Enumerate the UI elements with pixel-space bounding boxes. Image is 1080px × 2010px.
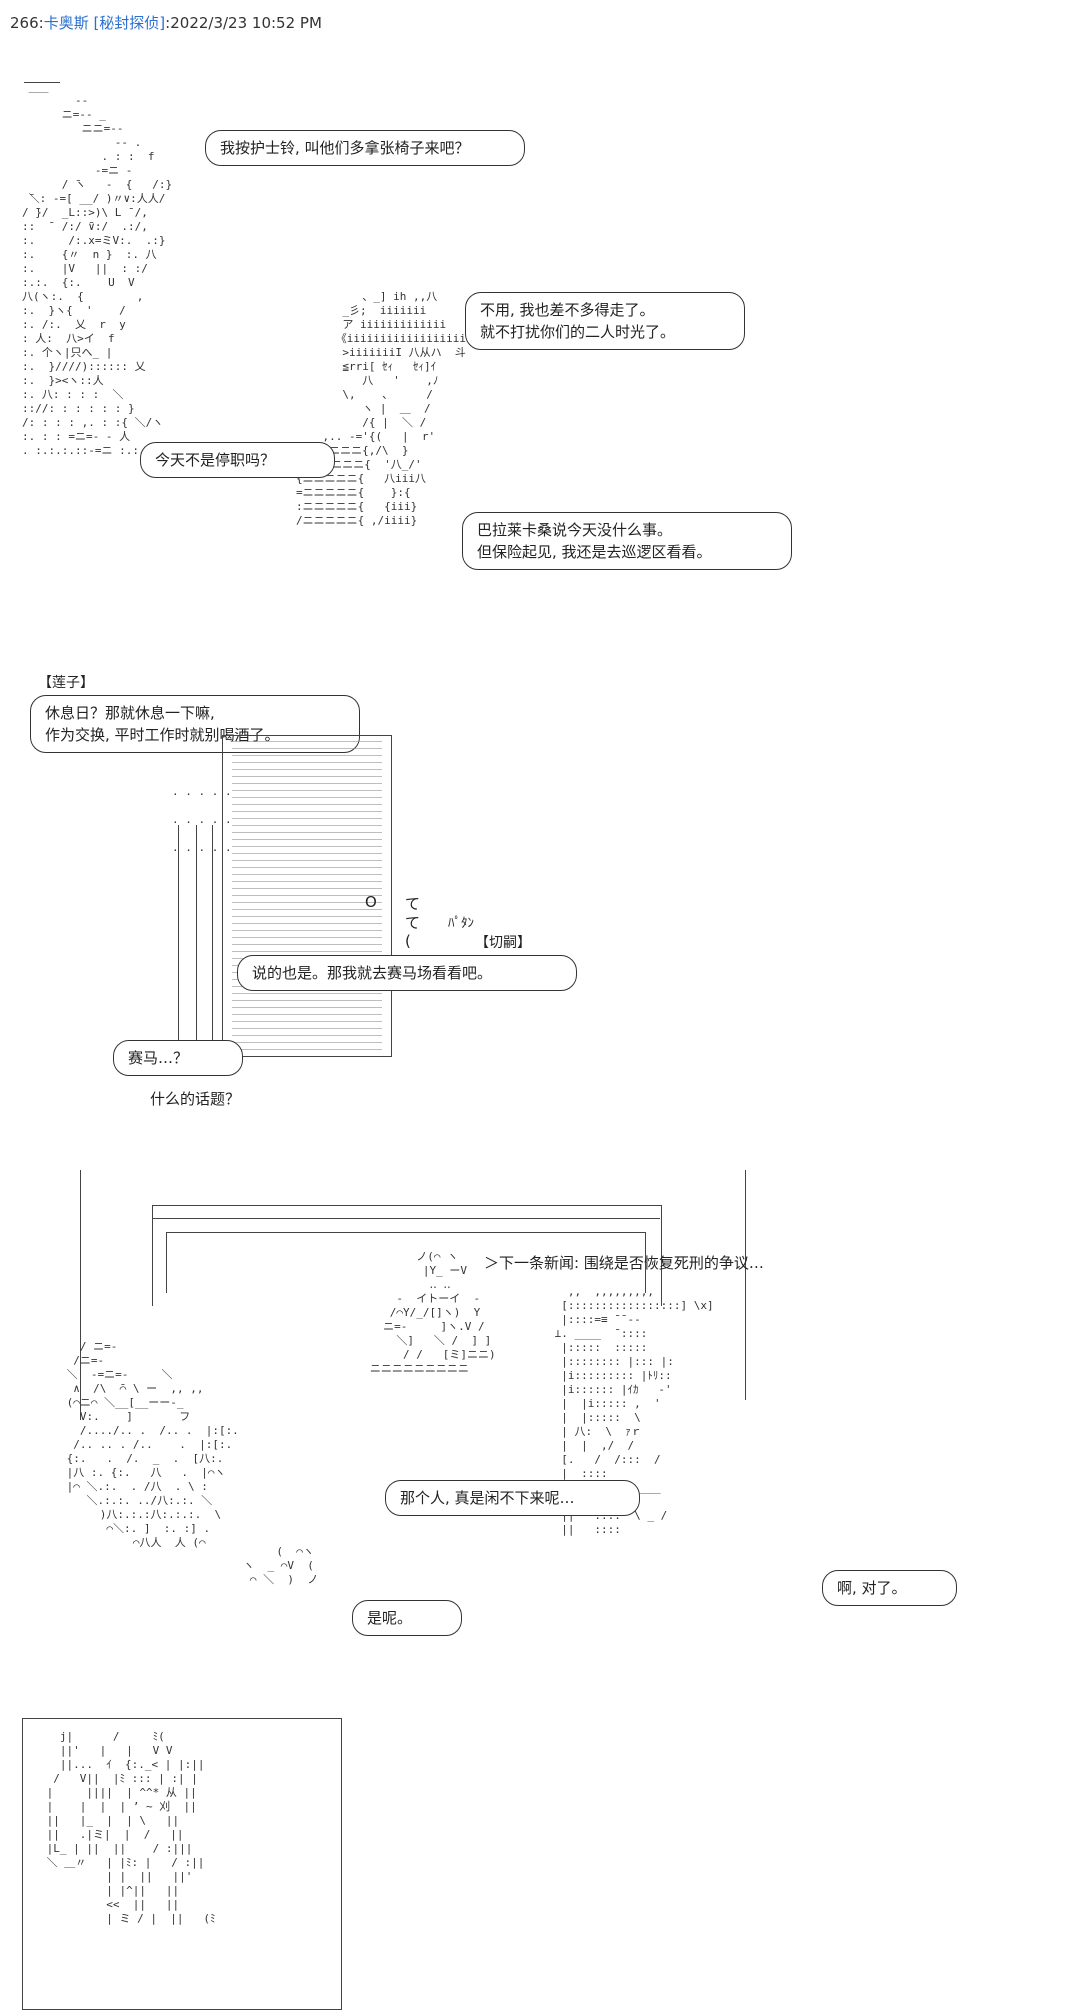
sfx-text: て <box>405 914 421 932</box>
sfx-text: て <box>405 895 421 913</box>
door-edge <box>196 825 197 1055</box>
ascii-art-right-character: ,, ,,,,,,,,, [:::::::::::::::::] \x] |::… <box>554 1285 714 1536</box>
speech-bubble-nurse-bell: 我按护士铃, 叫他们多拿张椅子来吧？ <box>205 130 525 166</box>
bubble-line: 就不打扰你们的二人时光了。 <box>480 323 676 341</box>
caption-topic: 什么的话题？ <box>150 1090 241 1108</box>
bubble-line: 巴拉莱卡桑说今天没什么事。 <box>477 521 673 539</box>
speech-bubble-horse-racing: 赛马…？ <box>113 1040 243 1076</box>
sfx-slam: ﾊﾟﾀﾝ <box>448 916 474 931</box>
tv-frame <box>152 1205 662 1306</box>
panel-border-left <box>80 1170 81 1420</box>
bubble-text: 啊, 对了。 <box>837 1579 907 1597</box>
tv-news-caption: ＞下一条新闻: 围绕是否恢复死刑的争议… <box>484 1254 764 1272</box>
post-number: 266: <box>10 14 44 32</box>
bubble-line: 休息日？那就休息一下嘛, <box>45 704 215 722</box>
speech-bubble-racetrack: 说的也是。那我就去赛马场看看吧。 <box>237 955 577 991</box>
ascii-art-right-character: 、_] ih ,,八 _彡; iiiiiii ア iiiiiiiiiiiii 《… <box>296 290 480 527</box>
tv-screen <box>166 1232 646 1293</box>
bubble-line: 作为交换, 平时工作时就别喝酒了。 <box>45 726 280 744</box>
door-dots: . . . . . . . . . . . . . . . <box>172 785 232 854</box>
post-author-link[interactable]: 卡奥斯 [秘封探侦] <box>43 14 166 32</box>
ascii-art-sofa-left: / ニ=- /ニ=- ＼ -=ニ=- ＼ ∧ /\ ̄⌒ \ ー ,, ,, (… <box>66 1340 239 1549</box>
speech-bubble-oh-right: 啊, 对了。 <box>822 1570 957 1606</box>
post-datetime: :2022/3/23 10:52 PM <box>165 14 322 32</box>
speaker-tag-lianzi: 【莲子】 <box>38 675 94 691</box>
door-frame <box>222 735 392 1057</box>
bubble-text: 是呢。 <box>367 1609 413 1627</box>
panel-border-right <box>745 1170 746 1400</box>
bubble-text: 今天不是停职吗？ <box>155 451 276 469</box>
speech-bubble-suspension: 今天不是停职吗？ <box>140 442 335 478</box>
door-edge <box>178 825 179 1055</box>
divider-line <box>24 82 60 83</box>
speech-bubble-patrol: 巴拉莱卡桑说今天没什么事。 但保险起见, 我还是去巡逻区看看。 <box>462 512 792 570</box>
speaker-tag-qiesi: 【切嗣】 <box>475 935 531 951</box>
bubble-text: 那个人, 真是闲不下来呢… <box>400 1489 575 1507</box>
sfx-text: ( <box>405 932 411 950</box>
bubble-text: 赛马…？ <box>128 1049 189 1067</box>
tv-frame-inner <box>152 1218 660 1219</box>
post-header: 266:卡奥斯 [秘封探侦]:2022/3/23 10:52 PM <box>10 12 322 33</box>
door-knob: O <box>365 893 377 911</box>
ascii-art-tv-person: ノ(⌒ ヽ |Y_ ーV ‥ ‥ - イトーイ - /⌒Y/_/[]ヽ) Y ニ… <box>369 1250 496 1375</box>
ascii-art-left-character: ___ -- ニ=-- _ ニニ=-- -- . . : : f -=ニ - /… <box>22 80 173 457</box>
door-texture <box>232 740 382 1050</box>
bubble-text: 说的也是。那我就去赛马场看看吧。 <box>252 964 493 982</box>
bubble-text: 我按护士铃, 叫他们多拿张椅子来吧？ <box>220 139 470 157</box>
ascii-art-standing-figure: j| / ﾐ( ||' | | V V ||... ｲ {:._< | |:||… <box>46 1730 216 1925</box>
speech-bubble-restless: 那个人, 真是闲不下来呢… <box>385 1480 640 1516</box>
ascii-art-bottom-hair: ( ⌒ヽ ヽ _ ⌒V ( ⌒ ＼ ) ノ <box>243 1545 319 1586</box>
bubble-line: 不用, 我也差不多得走了。 <box>480 301 655 319</box>
door-edge <box>212 825 213 1055</box>
bubble-line: 但保险起见, 我还是去巡逻区看看。 <box>477 543 712 561</box>
speech-bubble-reply: 不用, 我也差不多得走了。 就不打扰你们的二人时光了。 <box>465 292 745 350</box>
speech-bubble-agree: 是呢。 <box>352 1600 462 1636</box>
